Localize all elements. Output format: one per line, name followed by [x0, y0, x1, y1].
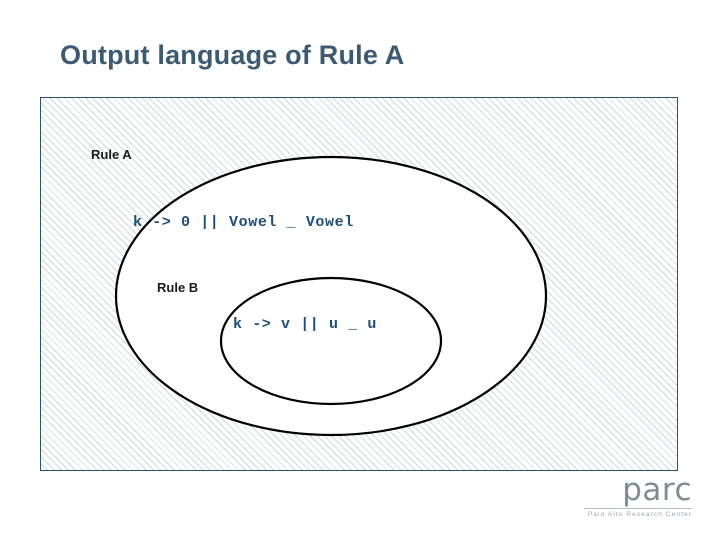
parc-tagline: Palo Alto Research Center: [587, 511, 692, 518]
parc-logo: parc Palo Alto Research Center: [584, 475, 692, 518]
outer-set-label: Rule A: [91, 147, 132, 162]
page-title: Output language of Rule A: [60, 40, 405, 70]
inner-ellipse-rule-b: [219, 276, 443, 406]
venn-diagram: [114, 155, 548, 437]
parc-wordmark: parc: [622, 472, 692, 508]
diagram-frame: Rule A k -> 0 || Vowel _ Vowel Rule B k …: [40, 97, 678, 471]
inner-set-rule-code: k -> v || u _ u: [233, 316, 378, 333]
outer-set-rule-code: k -> 0 || Vowel _ Vowel: [133, 214, 354, 231]
inner-set-label: Rule B: [157, 280, 199, 295]
parc-logo-divider: [584, 508, 692, 509]
